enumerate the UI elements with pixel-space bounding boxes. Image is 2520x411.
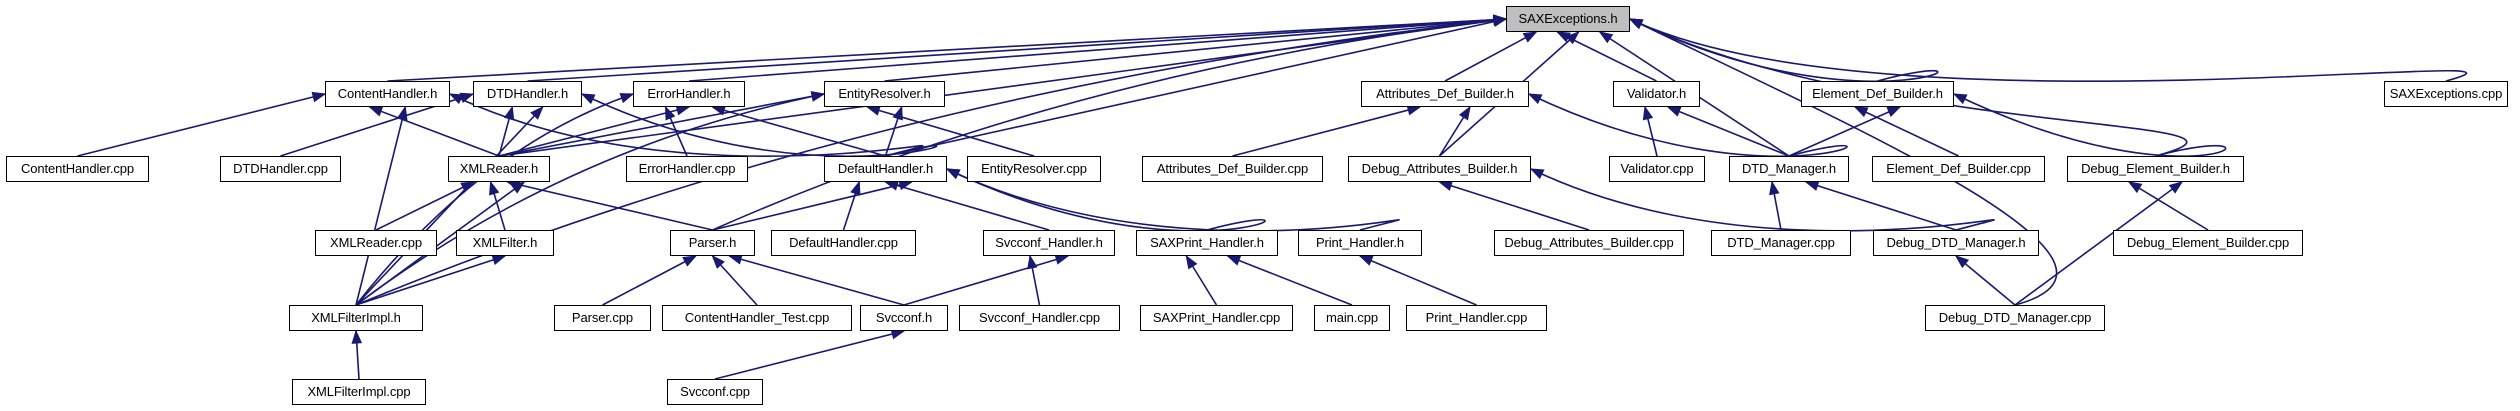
node-xmlfilterimpl-cpp[interactable]: XMLFilterImpl.cpp — [292, 379, 426, 405]
node-debug-element-builder-h[interactable]: Debug_Element_Builder.h — [2067, 156, 2244, 182]
node-validator-h[interactable]: Validator.h — [1613, 81, 1700, 107]
node-entityresolver-h[interactable]: EntityResolver.h — [824, 81, 945, 107]
node-print-handler-cpp[interactable]: Print_Handler.cpp — [1406, 305, 1547, 331]
node-contenthandler-test-cpp[interactable]: ContentHandler_Test.cpp — [662, 305, 852, 331]
node-main-cpp[interactable]: main.cpp — [1314, 305, 1390, 331]
node-dtdhandler-cpp[interactable]: DTDHandler.cpp — [220, 156, 341, 182]
node-dtd-manager-h[interactable]: DTD_Manager.h — [1729, 156, 1849, 182]
node-dtd-manager-cpp[interactable]: DTD_Manager.cpp — [1711, 230, 1851, 256]
node-dtdhandler-h[interactable]: DTDHandler.h — [473, 81, 582, 107]
node-xmlfilterimpl-h[interactable]: XMLFilterImpl.h — [289, 305, 423, 331]
node-xmlreader-h[interactable]: XMLReader.h — [448, 156, 550, 182]
node-entityresolver-cpp[interactable]: EntityResolver.cpp — [967, 156, 1101, 182]
node-saxexceptions-h[interactable]: SAXExceptions.h — [1506, 6, 1630, 32]
node-defaulthandler-cpp[interactable]: DefaultHandler.cpp — [771, 230, 916, 256]
node-svcconf-handler-cpp[interactable]: Svcconf_Handler.cpp — [959, 305, 1120, 331]
node-debug-dtd-manager-cpp[interactable]: Debug_DTD_Manager.cpp — [1925, 305, 2105, 331]
node-element-def-builder-cpp[interactable]: Element_Def_Builder.cpp — [1872, 156, 2045, 182]
node-parser-h[interactable]: Parser.h — [670, 230, 755, 256]
node-validator-cpp[interactable]: Validator.cpp — [1609, 156, 1705, 182]
node-xmlreader-cpp[interactable]: XMLReader.cpp — [315, 230, 437, 256]
node-debug-dtd-manager-h[interactable]: Debug_DTD_Manager.h — [1873, 230, 2039, 256]
node-errorhandler-h[interactable]: ErrorHandler.h — [633, 81, 745, 107]
node-attributes-def-builder-cpp[interactable]: Attributes_Def_Builder.cpp — [1142, 156, 1323, 182]
node-xmlfilter-h[interactable]: XMLFilter.h — [456, 230, 554, 256]
node-debug-attributes-builder-cpp[interactable]: Debug_Attributes_Builder.cpp — [1494, 230, 1684, 256]
node-svcconf-cpp[interactable]: Svcconf.cpp — [667, 379, 763, 405]
node-svcconf-handler-h[interactable]: Svcconf_Handler.h — [983, 230, 1115, 256]
node-svcconf-h[interactable]: Svcconf.h — [860, 305, 948, 331]
node-debug-attributes-builder-h[interactable]: Debug_Attributes_Builder.h — [1348, 156, 1531, 182]
node-errorhandler-cpp[interactable]: ErrorHandler.cpp — [626, 156, 748, 182]
node-print-handler-h[interactable]: Print_Handler.h — [1298, 230, 1422, 256]
node-element-def-builder-h[interactable]: Element_Def_Builder.h — [1801, 81, 1954, 107]
node-saxprint-handler-cpp[interactable]: SAXPrint_Handler.cpp — [1140, 305, 1293, 331]
node-saxprint-handler-h[interactable]: SAXPrint_Handler.h — [1136, 230, 1278, 256]
node-debug-element-builder-cpp[interactable]: Debug_Element_Builder.cpp — [2113, 230, 2303, 256]
node-defaulthandler-h[interactable]: DefaultHandler.h — [824, 156, 947, 182]
node-parser-cpp[interactable]: Parser.cpp — [554, 305, 651, 331]
node-contenthandler-cpp[interactable]: ContentHandler.cpp — [6, 156, 149, 182]
node-saxexceptions-cpp[interactable]: SAXExceptions.cpp — [2384, 81, 2508, 107]
node-contenthandler-h[interactable]: ContentHandler.h — [325, 81, 450, 107]
node-attributes-def-builder-h[interactable]: Attributes_Def_Builder.h — [1361, 81, 1529, 107]
